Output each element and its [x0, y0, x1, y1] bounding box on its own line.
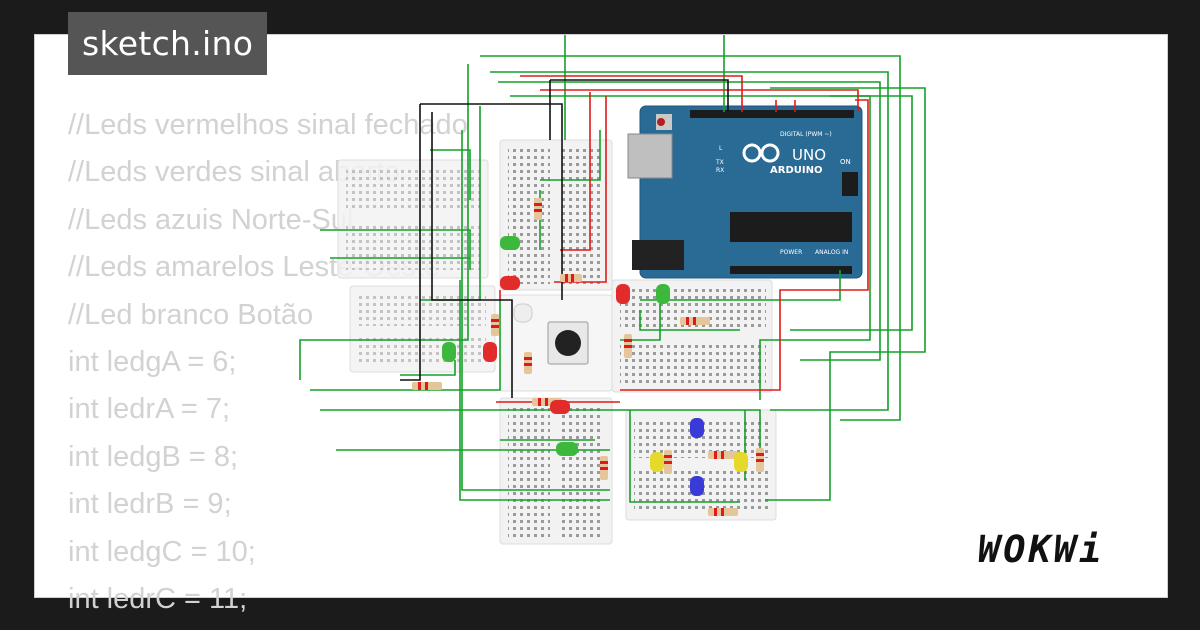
- resistor[interactable]: [680, 317, 710, 325]
- led-blue[interactable]: [690, 476, 704, 496]
- file-tab[interactable]: sketch.ino: [68, 12, 268, 75]
- digital-header-label: DIGITAL (PWM ~): [780, 131, 832, 138]
- resistor[interactable]: [534, 198, 542, 220]
- wokwi-logo: WOKWi: [978, 528, 1105, 571]
- led-green[interactable]: [500, 236, 520, 250]
- on-led-label: ON: [840, 158, 851, 166]
- analog-header-label: ANALOG IN: [815, 249, 848, 256]
- led-red[interactable]: [483, 342, 497, 362]
- board-model: UNO: [792, 146, 826, 164]
- breadboard-left-bottom[interactable]: [349, 285, 496, 373]
- l-led-label: L: [719, 145, 723, 152]
- rx-label: RX: [716, 167, 724, 174]
- power-header-label: POWER: [780, 249, 802, 256]
- resistor[interactable]: [664, 450, 672, 474]
- code-line: int ledgC = 10;: [68, 535, 256, 568]
- resistor[interactable]: [708, 451, 738, 459]
- led-green[interactable]: [442, 342, 456, 362]
- usb-port: [627, 133, 673, 179]
- led-green[interactable]: [656, 284, 670, 304]
- code-line: //Leds vermelhos sinal fechado: [68, 109, 468, 141]
- code-line: int ledrB = 9;: [68, 488, 232, 521]
- wire-group-red[interactable]: [496, 75, 869, 403]
- arduino-uno-board[interactable]: ARDUINO UNO DIGITAL (PWM ~) POWER ANALOG…: [627, 105, 863, 279]
- code-line: int ledrC = 11;: [68, 582, 248, 615]
- code-line: int ledgB = 8;: [68, 440, 239, 473]
- icsp-header: [842, 172, 858, 196]
- push-button[interactable]: [547, 321, 589, 365]
- breadboard-center-top[interactable]: [499, 139, 613, 291]
- resistor[interactable]: [524, 352, 532, 374]
- code-line: //Leds azuis Norte-Sul: [68, 203, 354, 236]
- resistor[interactable]: [756, 448, 764, 472]
- wire-group-green[interactable]: [299, 35, 926, 503]
- tx-label: TX: [715, 159, 724, 166]
- microcontroller-chip: [730, 212, 852, 242]
- resistor[interactable]: [560, 274, 582, 282]
- led-red[interactable]: [550, 400, 570, 414]
- code-line: int ledrA = 7;: [68, 393, 231, 426]
- resistor[interactable]: [412, 382, 442, 390]
- led-red[interactable]: [616, 284, 630, 304]
- resistor[interactable]: [491, 314, 499, 336]
- breadboard-bottom-right[interactable]: [625, 409, 777, 521]
- led-blue[interactable]: [690, 418, 704, 438]
- digital-pin-header: [690, 110, 854, 118]
- breadboard-center-right[interactable]: [611, 279, 773, 393]
- led-white[interactable]: [513, 303, 533, 323]
- resistor[interactable]: [708, 508, 738, 516]
- led-green[interactable]: [556, 442, 578, 456]
- led-yellow[interactable]: [734, 452, 748, 472]
- board-brand: ARDUINO: [770, 165, 822, 176]
- code-line: //Led branco Botão: [68, 298, 314, 331]
- resistor[interactable]: [600, 456, 608, 480]
- analog-pin-header: [730, 266, 852, 274]
- resistor[interactable]: [624, 334, 632, 358]
- led-yellow[interactable]: [650, 452, 664, 472]
- breadboard-bottom-left[interactable]: [499, 397, 613, 545]
- wire-group-black[interactable]: [400, 79, 729, 398]
- power-jack: [632, 240, 684, 270]
- arduino-infinity-logo: [742, 143, 780, 163]
- led-red[interactable]: [500, 276, 520, 290]
- code-line: int ledgA = 6;: [68, 345, 237, 378]
- breadboard-left-top[interactable]: [337, 159, 489, 279]
